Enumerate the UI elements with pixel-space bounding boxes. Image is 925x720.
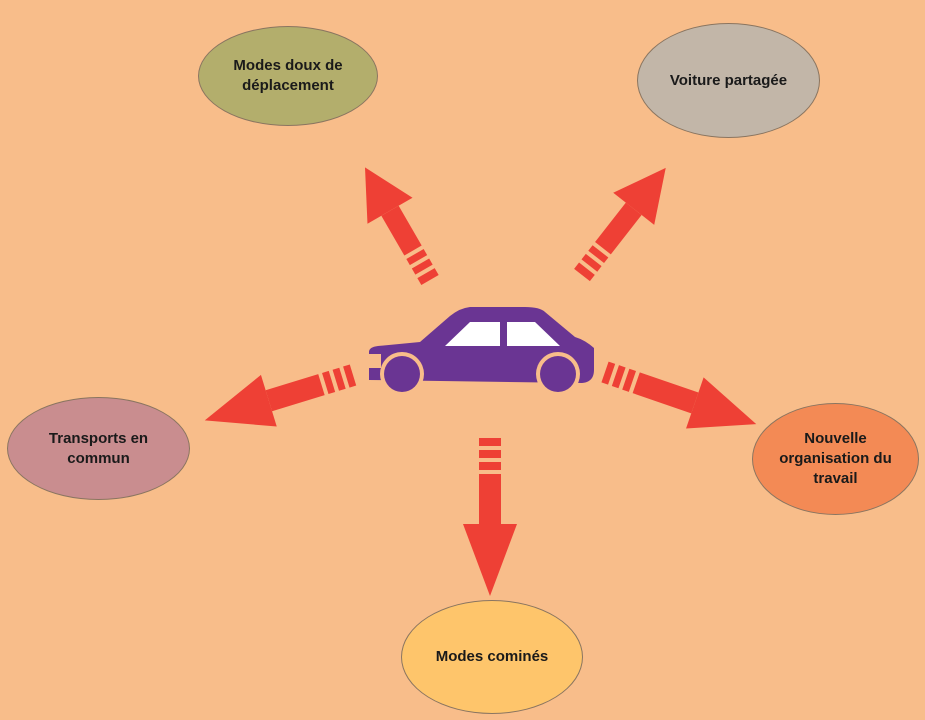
node-car-sharing: Voiture partagée [637, 23, 820, 138]
node-public-transit: Transports en commun [7, 397, 190, 500]
arrow-to-combined-modes [463, 438, 517, 596]
node-car-sharing-label: Voiture partagée [669, 71, 788, 89]
node-work-organization: Nouvelle organisation du travail [752, 403, 919, 515]
arrow-to-soft-modes [365, 167, 439, 285]
node-public-transit-label: Transports en commun [48, 429, 149, 467]
node-combined-modes-label: Modes cominés [435, 648, 549, 665]
arrow-to-car-sharing [574, 167, 666, 282]
node-soft-modes: Modes doux de déplacement [198, 26, 378, 126]
node-soft-modes-label: Modes doux de déplacement [233, 57, 343, 94]
node-work-organization-label: Nouvelle organisation du travail [779, 430, 892, 487]
arrow-to-public-transit [204, 364, 357, 427]
arrow-to-work-organization [601, 361, 757, 429]
car-icon [368, 307, 594, 396]
node-combined-modes: Modes cominés [401, 600, 583, 714]
